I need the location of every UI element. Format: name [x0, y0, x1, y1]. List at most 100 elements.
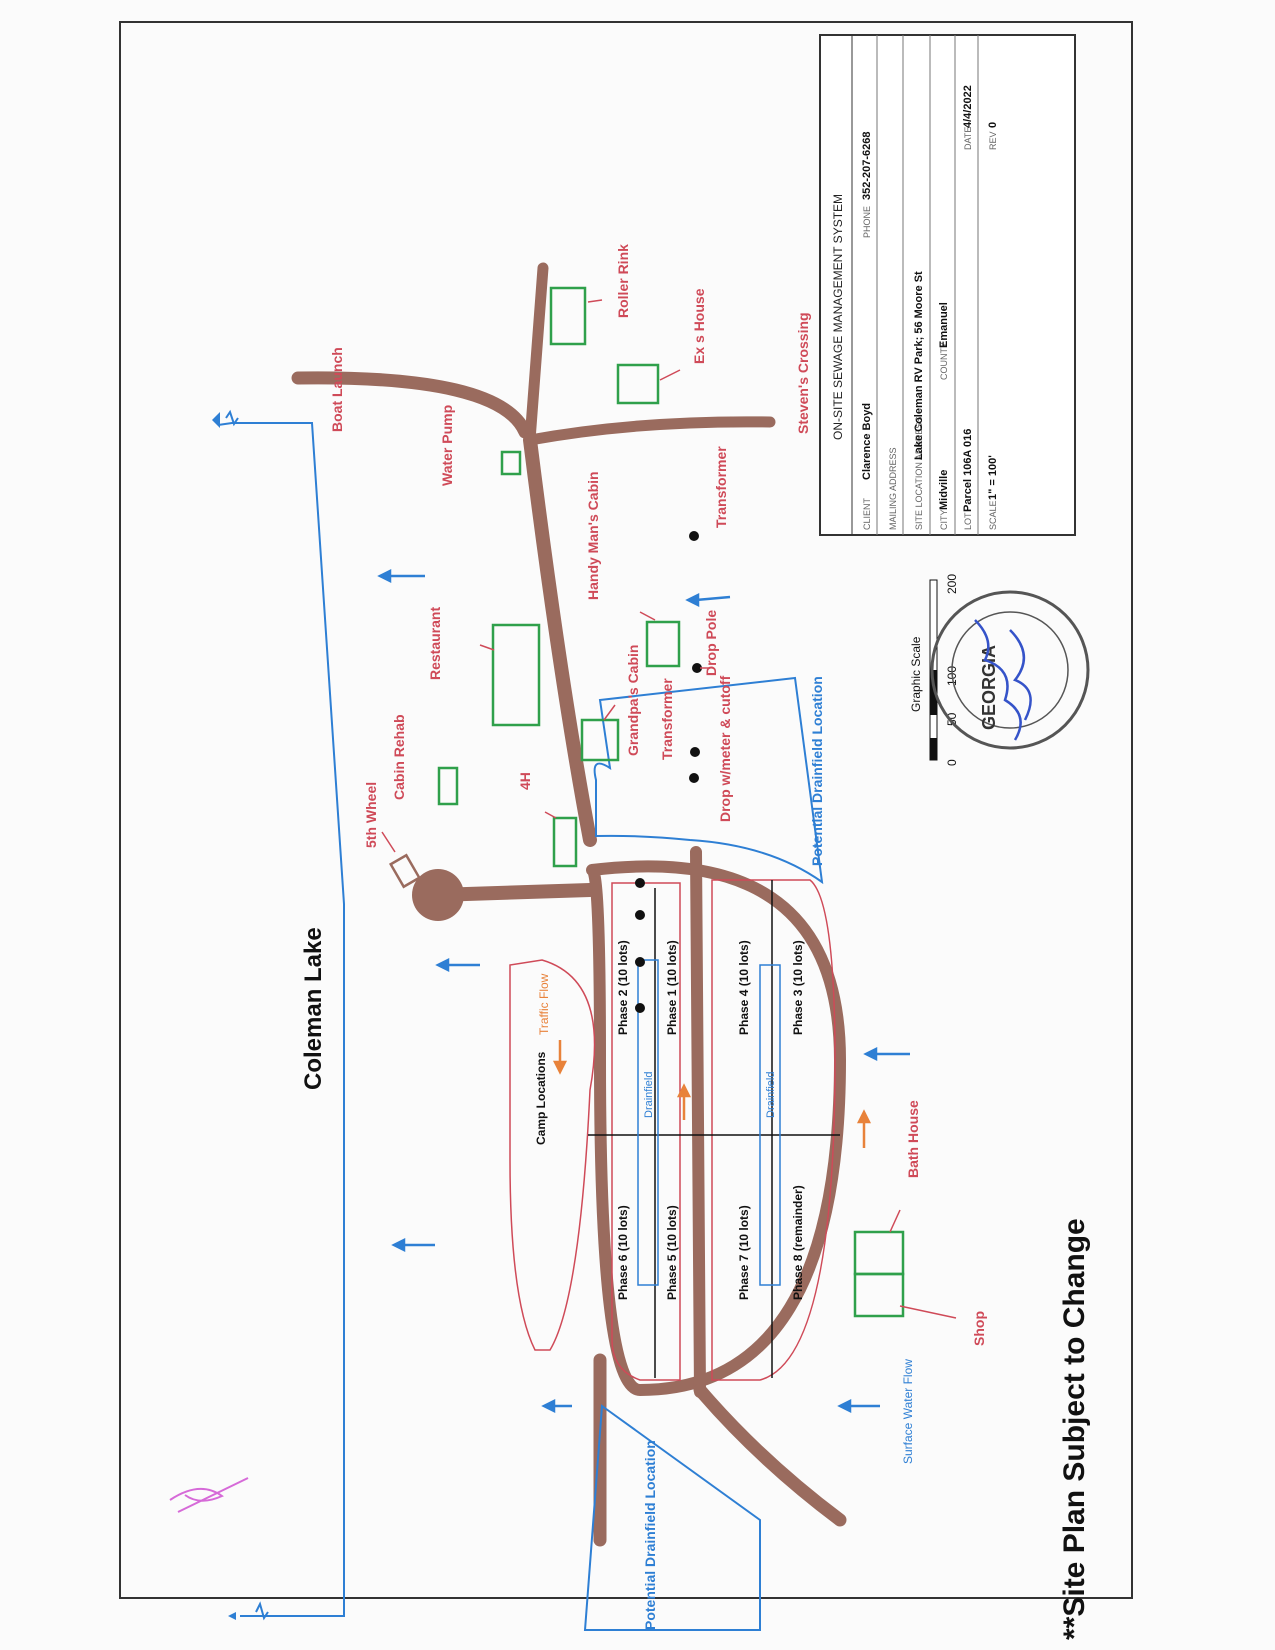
lake-shoreline	[217, 422, 345, 1617]
svg-text:LOT: LOT	[963, 512, 973, 530]
potential-drainfield-bottom-label: Potential Drainfield Location	[642, 1440, 658, 1630]
cabin-rehab-building	[437, 766, 459, 806]
scale-tick-200: 200	[945, 574, 959, 594]
traffic-flow-label: Traffic Flow	[537, 973, 551, 1035]
shop-building	[853, 1272, 905, 1318]
drainfield-2-outline	[759, 964, 781, 1286]
pole-dot-3	[635, 957, 645, 967]
surface-water-flow-label: Surface Water Flow	[901, 1359, 915, 1464]
phase-7-label: Phase 7 (10 lots)	[737, 1205, 751, 1300]
city-value: Midville	[938, 470, 950, 510]
drop-pole-dot	[692, 663, 702, 673]
pole-dot-2	[635, 910, 645, 920]
stevens-crossing-label: Steven's Crossing	[795, 312, 811, 434]
pole-dot-1	[635, 878, 645, 888]
client-value: Clarence Boyd	[861, 403, 873, 480]
lot-lines	[588, 880, 840, 1378]
roller-rink-building	[549, 286, 587, 346]
lake-arrow-bottom	[228, 1612, 236, 1620]
center-road	[690, 846, 706, 1398]
traffic-flow-arrows	[552, 1040, 872, 1148]
svg-text:DATE: DATE	[963, 127, 973, 150]
svg-text:SCALE: SCALE	[988, 500, 998, 530]
surface-water-arrows	[377, 568, 910, 1414]
lake-label: Coleman Lake	[300, 927, 327, 1090]
drop-meter-dot	[689, 773, 699, 783]
svg-text:SITE LOCATION ADDRESS: SITE LOCATION ADDRESS	[914, 417, 924, 530]
grandpas-cabin-building	[580, 718, 620, 762]
bath-house-label: Bath House	[905, 1100, 921, 1178]
drop-pole-label: Drop Pole	[703, 610, 719, 676]
camp-locations-label: Camp Locations	[534, 1051, 548, 1145]
phase-3-label: Phase 3 (10 lots)	[791, 940, 805, 1035]
page-border	[119, 21, 1133, 1599]
fifth-wheel-unit	[388, 853, 422, 889]
scale-tick-0: 0	[945, 759, 959, 766]
svg-text:PHONE: PHONE	[862, 206, 872, 238]
potential-drainfield-top-label: Potential Drainfield Location	[809, 676, 825, 866]
svg-text:CITY: CITY	[939, 509, 949, 530]
boat-launch-label: Boat Launch	[329, 347, 345, 432]
title-block-heading: ON-SITE SEWAGE MANAGEMENT SYSTEM	[831, 194, 845, 440]
roller-rink-label: Roller Rink	[615, 244, 631, 318]
scale-value: 1" = 100'	[987, 455, 999, 500]
title-block: ON-SITE SEWAGE MANAGEMENT SYSTEM CLIENT …	[819, 34, 1076, 536]
drainfield-1-outline	[637, 959, 659, 1286]
south-road-2	[693, 1383, 847, 1527]
cabin-rehab-label: Cabin Rehab	[391, 714, 407, 800]
drainfield-1-label: Drainfield	[643, 1072, 655, 1118]
date-value: 4/4/2022	[962, 85, 974, 128]
phase-4-label: Phase 4 (10 lots)	[737, 940, 751, 1035]
handy-mans-cabin-label: Handy Man's Cabin	[585, 471, 601, 600]
lot-value: Parcel 106A 016	[962, 429, 974, 512]
restaurant-building	[491, 623, 541, 727]
potential-drainfield-top-outline	[593, 676, 824, 885]
cul-de-sac	[412, 869, 464, 921]
county-value: Emanuel	[938, 302, 950, 348]
potential-drainfield-bottom-outline	[583, 1404, 761, 1631]
lake-arrow-top	[212, 412, 220, 428]
handy-mans-cabin-building	[645, 620, 681, 668]
seal-state: GEORGIA	[979, 645, 999, 730]
restaurant-label: Restaurant	[427, 607, 443, 680]
pole-dot-4	[635, 1003, 645, 1013]
water-pump-label: Water Pump	[439, 405, 455, 486]
drainfield-2-label: Drainfield	[765, 1072, 777, 1118]
stevens-crossing-road	[524, 416, 776, 446]
transformer-label: Transformer	[659, 678, 675, 760]
transformer-dot	[690, 747, 700, 757]
bath-house-building	[853, 1230, 905, 1276]
drop-meter-label: Drop w/meter & cutoff	[717, 675, 733, 822]
svg-text:MAILING ADDRESS: MAILING ADDRESS	[888, 447, 898, 530]
rev-value: 0	[987, 122, 999, 128]
phase-2-label: Phase 2 (10 lots)	[616, 940, 630, 1035]
scale-title: Graphic Scale	[909, 636, 923, 712]
svg-text:REV: REV	[988, 131, 998, 150]
phone-value: 352-207-6268	[861, 131, 873, 200]
transformer-top-label: Transformer	[713, 446, 729, 528]
north-arrow-sketch	[169, 1477, 249, 1513]
signature	[974, 619, 1032, 741]
boat-launch-road	[291, 371, 532, 439]
phase-1-label: Phase 1 (10 lots)	[665, 940, 679, 1035]
north-road	[524, 262, 549, 446]
transformer-top-dot	[689, 531, 699, 541]
site-plan-footer: **Site Plan Subject to Change	[1058, 1218, 1091, 1640]
loop-road	[586, 860, 846, 1396]
ex-s-house-building	[616, 363, 660, 405]
main-road	[523, 433, 597, 847]
fifth-wheel-label: 5th Wheel	[363, 782, 379, 848]
water-pump-building	[500, 450, 522, 476]
engineer-seal: GEORGIA	[930, 590, 1090, 750]
four-h-label: 4H	[517, 772, 533, 790]
four-h-building	[552, 816, 578, 868]
roads	[291, 262, 847, 1547]
grandpas-cabin-label: Grandpa's Cabin	[625, 645, 641, 756]
phase-5-label: Phase 5 (10 lots)	[665, 1205, 679, 1300]
phase-outlines	[509, 879, 836, 1381]
svg-text:CLIENT: CLIENT	[862, 497, 872, 530]
ex-s-house-label: Ex s House	[691, 288, 707, 364]
phase-8-label: Phase 8 (remainder)	[791, 1185, 805, 1300]
